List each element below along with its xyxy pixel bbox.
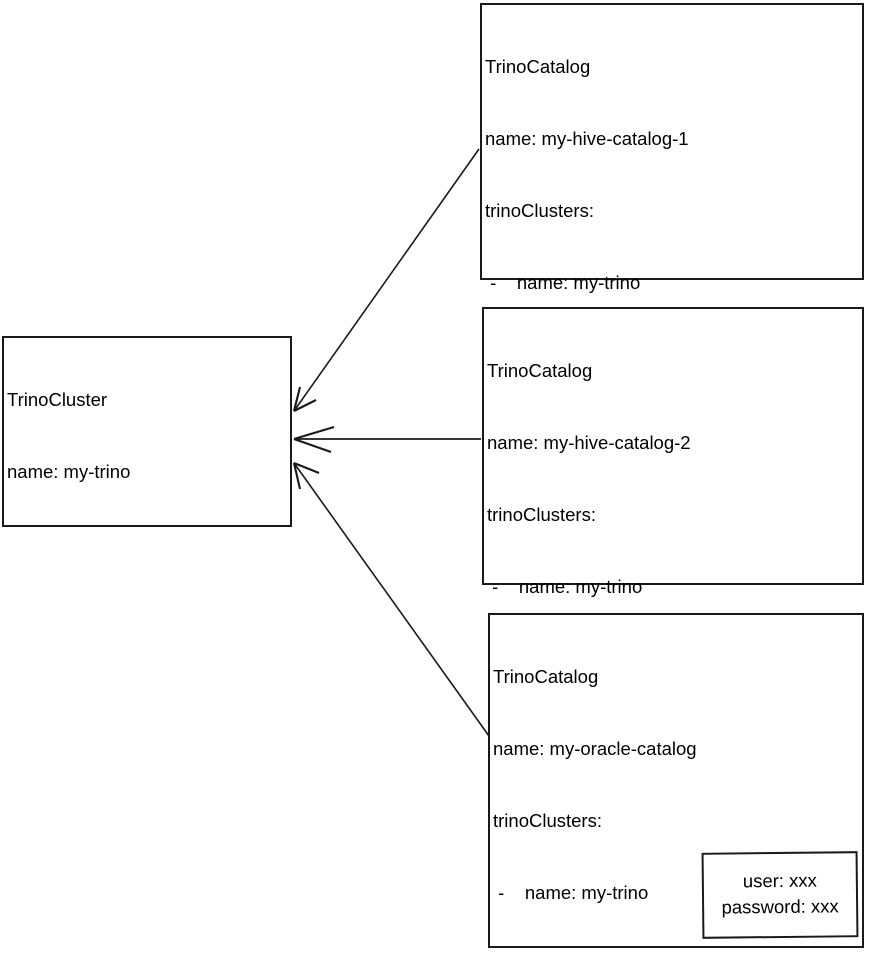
- node-trino-catalog-my-hive-catalog-1[interactable]: TrinoCatalog name: my-hive-catalog-1 tri…: [480, 3, 864, 653]
- edge-catalog3-to-cluster: [292, 462, 490, 737]
- node-trino-cluster[interactable]: TrinoCluster name: my-trino: [2, 336, 292, 527]
- node-catalog-3-text: TrinoCatalog name: my-oracle-catalog tri…: [493, 666, 697, 903]
- node-trino-cluster-text: TrinoCluster name: my-trino: [7, 389, 131, 482]
- node-secret-text: user: xxx password: xxx: [721, 869, 839, 918]
- node-trino-catalog-my-hive-catalog-2[interactable]: TrinoCatalog name: my-hive-catalog-2 tri…: [482, 307, 864, 885]
- node-oracle-credentials-secret[interactable]: user: xxx password: xxx: [701, 851, 859, 939]
- edge-catalog2-to-cluster: [293, 425, 481, 453]
- edge-catalog1-to-cluster: [292, 148, 480, 412]
